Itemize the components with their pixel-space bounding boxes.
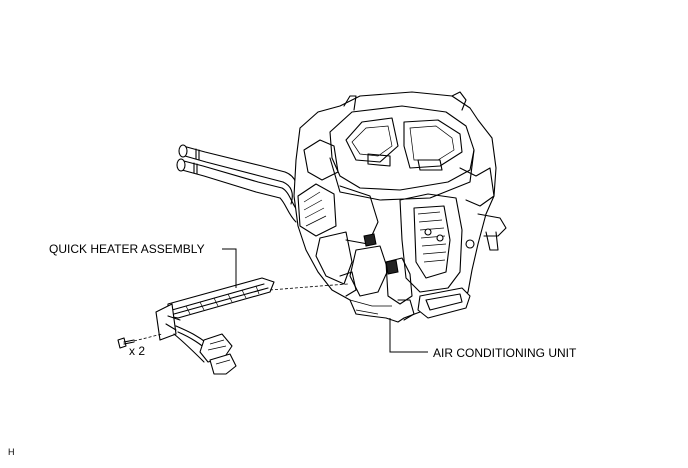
screw-quantity-label: x 2: [129, 344, 146, 358]
quick-heater-label: QUICK HEATER ASSEMBLY: [49, 242, 205, 256]
screw-alignment-line: [133, 333, 163, 342]
heater-pipes: [176, 144, 301, 223]
heater-leader-line: [222, 248, 237, 288]
install-alignment-line: [269, 283, 349, 291]
quick-heater-assembly: [155, 277, 275, 375]
ac-unit-label: AIR CONDITIONING UNIT: [433, 346, 577, 360]
diagram-code-label: H: [8, 447, 15, 457]
ac-unit-leader-line: [389, 318, 428, 353]
air-conditioning-unit: [293, 91, 507, 323]
screw-part: [117, 337, 135, 349]
